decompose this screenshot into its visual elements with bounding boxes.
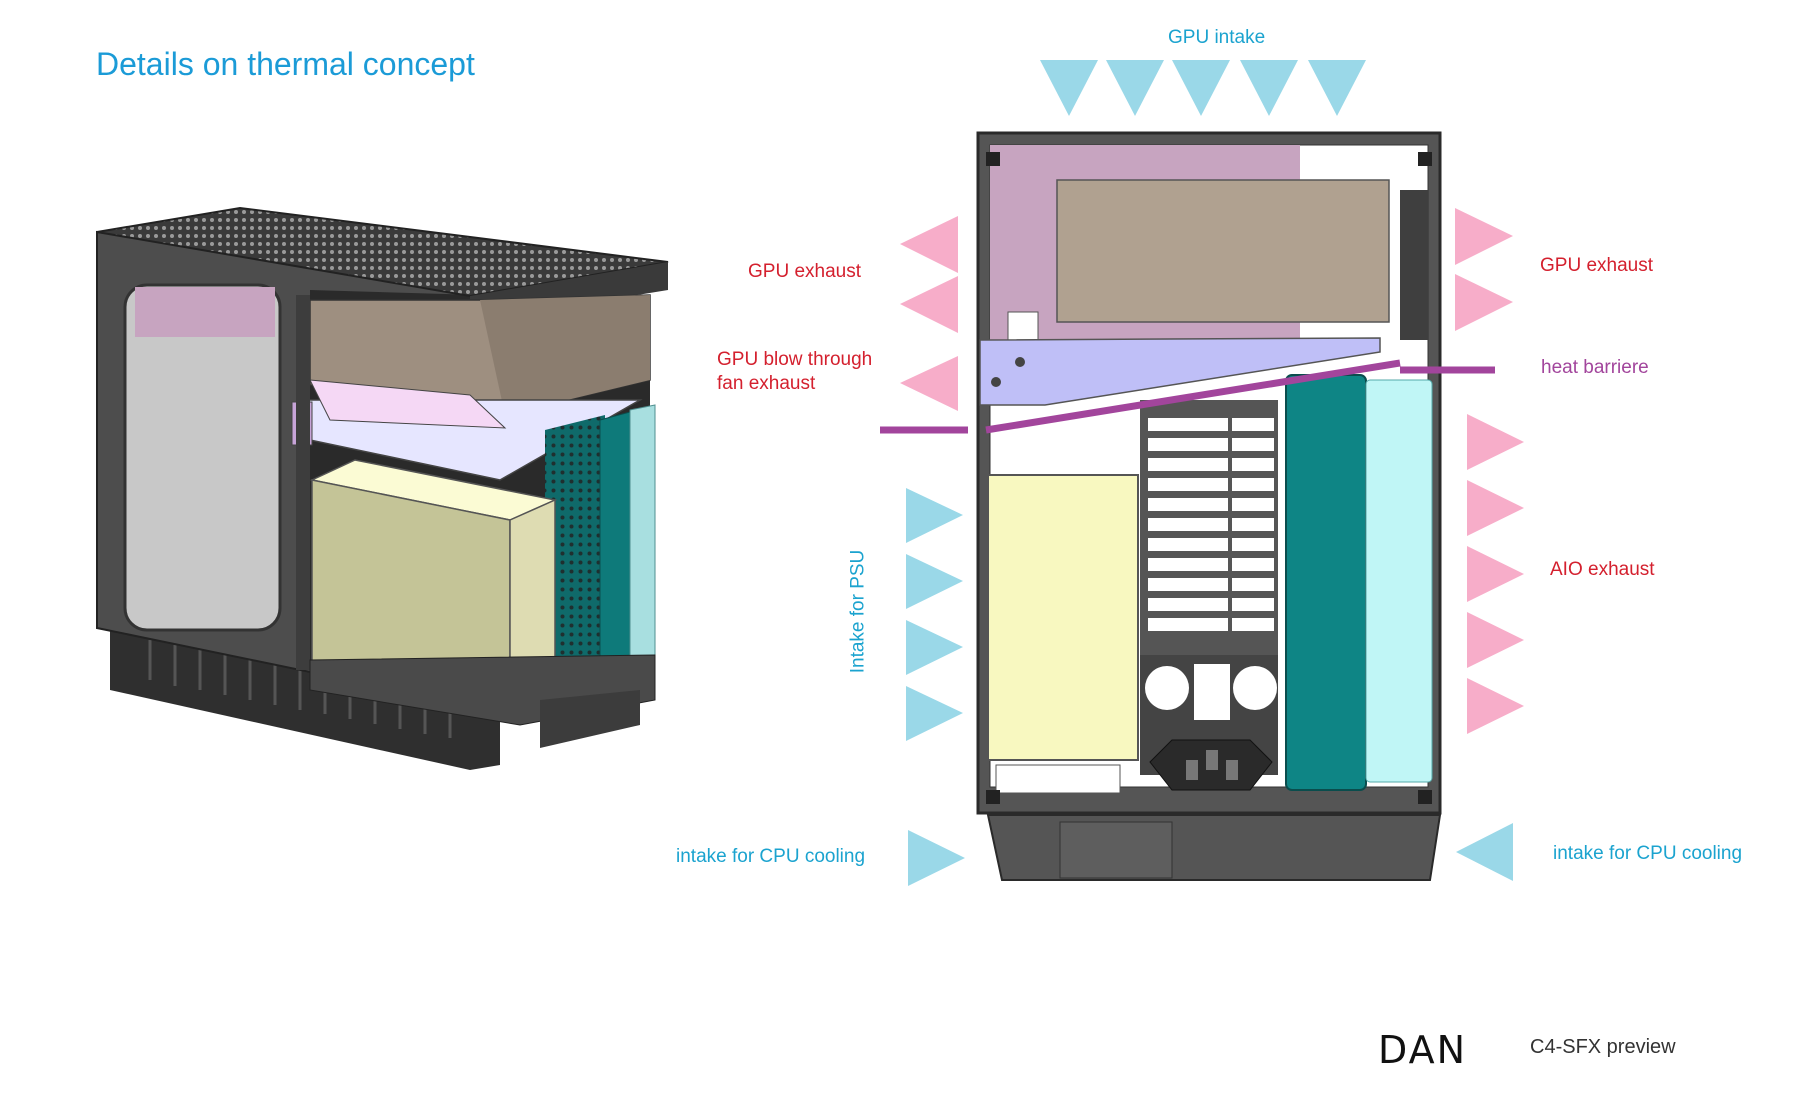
- heat-barrier-line: [985, 359, 1401, 434]
- label-gpu-exhaust-right: GPU exhaust: [1540, 255, 1653, 276]
- side-window: [123, 283, 282, 632]
- aio-fans-block: [1365, 379, 1433, 783]
- right-rail: [1400, 190, 1428, 340]
- exhaust-arrow-icon: [1467, 414, 1524, 734]
- label-gpu-intake: GPU intake: [1168, 27, 1266, 48]
- vent-slots: [1148, 418, 1274, 631]
- dan-logo-icon: DAN: [1378, 1028, 1468, 1072]
- inlet-pin: [1186, 760, 1198, 780]
- label-intake-psu: Intake for PSU: [847, 549, 869, 674]
- divider-post: [296, 295, 310, 670]
- label-gpu-blowthrough-line2: fan exhaust: [717, 373, 816, 394]
- corner-screw: [986, 790, 1000, 804]
- label-intake-cpu-left: intake for CPU cooling: [676, 846, 866, 867]
- corner-screw: [986, 152, 1000, 166]
- inlet-pin: [1226, 760, 1238, 780]
- cable-hole: [1145, 666, 1189, 710]
- product-caption: C4-SFX preview: [1530, 1036, 1676, 1058]
- gpu-connector: [1007, 311, 1039, 341]
- inlet-pin: [1206, 750, 1218, 770]
- cable-hole: [1194, 664, 1230, 720]
- gpu-pink-edge: [135, 287, 275, 337]
- label-intake-cpu-right: intake for CPU cooling: [1553, 843, 1743, 864]
- screw: [991, 377, 1001, 387]
- label-aio-exhaust: AIO exhaust: [1550, 559, 1655, 580]
- psu-box: [987, 474, 1139, 761]
- gpu-block-shade: [480, 295, 650, 415]
- corner-screw: [1418, 790, 1432, 804]
- intake-arrow-icon: [1040, 60, 1366, 116]
- page-title: Details on thermal concept: [96, 46, 475, 82]
- label-gpu-exhaust-left: GPU exhaust: [748, 261, 861, 282]
- radiator-mesh: [545, 415, 605, 685]
- exhaust-arrow-icon: [1455, 208, 1513, 331]
- gpu-blower-plate: [309, 379, 507, 429]
- case-base-front: [986, 814, 1442, 881]
- barrier-plate: [979, 337, 1381, 406]
- intake-arrow-icon: [908, 823, 1513, 886]
- psu-plate: [995, 764, 1121, 794]
- bottom-fin: [540, 690, 640, 748]
- intake-arrow-icon: [906, 488, 963, 741]
- label-heat-barrier: heat barriere: [1541, 357, 1649, 378]
- radiator-block: [1285, 374, 1367, 791]
- base-foot: [1059, 821, 1173, 879]
- case-base: [110, 620, 500, 770]
- label-gpu-blowthrough-line1: GPU blow through: [717, 349, 873, 370]
- cable-hole: [1233, 666, 1277, 710]
- screw: [1015, 357, 1025, 367]
- gpu-cooler: [1056, 179, 1390, 323]
- exhaust-arrow-icon: [900, 216, 958, 411]
- corner-screw: [1418, 152, 1432, 166]
